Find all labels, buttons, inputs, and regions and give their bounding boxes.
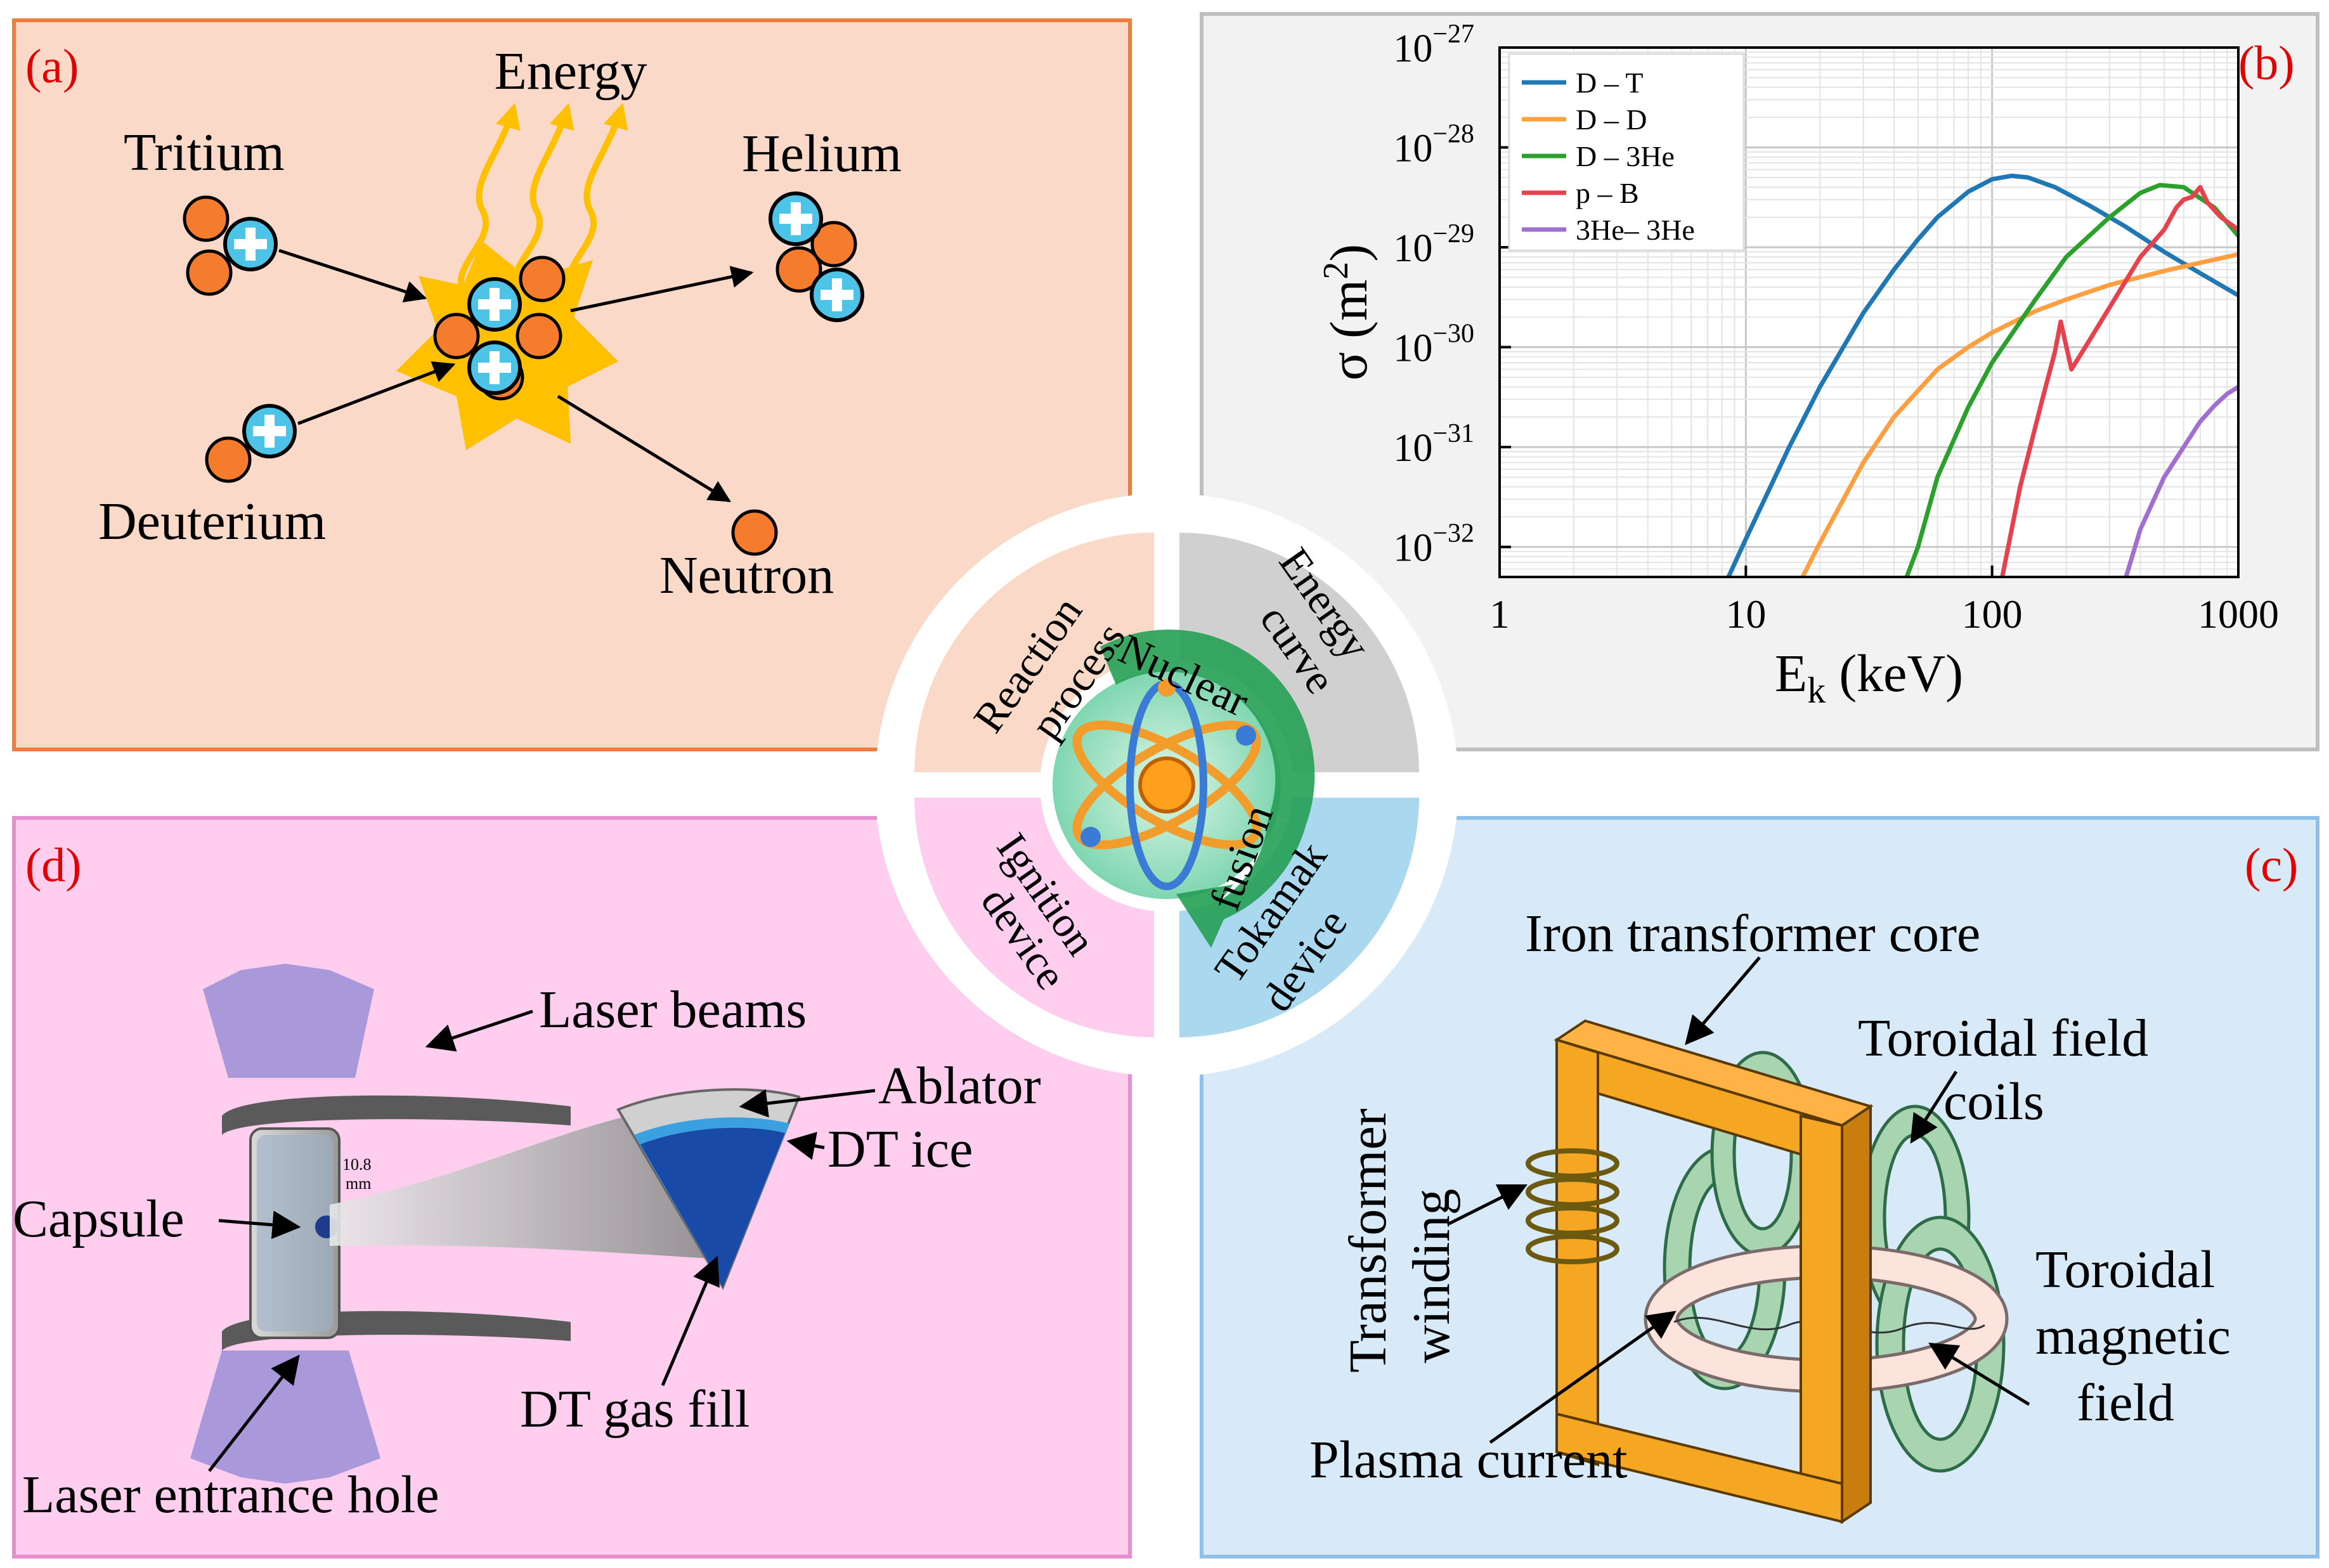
tritium-label: Tritium bbox=[124, 123, 285, 182]
capsule-wedge bbox=[616, 1088, 801, 1290]
neutron-label: Neutron bbox=[659, 546, 834, 605]
plasma-current-label: Plasma current bbox=[1309, 1430, 1628, 1489]
hohlraum: 10.8 mm bbox=[190, 964, 571, 1484]
x-tick-label: 10 bbox=[1725, 592, 1766, 637]
panel-a: (a) Energy Tritium Deuterium bbox=[12, 18, 1132, 751]
panel-c: (c) bbox=[1200, 816, 2319, 1558]
series-line-d-3he bbox=[1904, 183, 2240, 578]
series-line-d-t bbox=[1726, 173, 2240, 578]
x-axis-label: Ek (keV) bbox=[1775, 644, 1963, 711]
series-line-3he-3he bbox=[2124, 385, 2240, 578]
x-tick-label: 100 bbox=[1962, 592, 2023, 637]
center-hub: Nuclear fusion Reaction process Energy c… bbox=[875, 493, 1458, 1077]
legend-label-d-3he: D – 3He bbox=[1576, 140, 1675, 172]
dt-gas-fill-label: DT gas fill bbox=[520, 1380, 749, 1439]
panel-b-letter: (b) bbox=[2238, 37, 2295, 90]
capsule-label: Capsule bbox=[13, 1189, 185, 1248]
panel-c-letter: (c) bbox=[2245, 839, 2298, 892]
energy-label: Energy bbox=[494, 42, 647, 101]
x-tick-label: 1 bbox=[1489, 592, 1510, 637]
x-tick-label: 1000 bbox=[2198, 592, 2279, 637]
legend-label-d-d: D – D bbox=[1576, 103, 1647, 136]
field-label-line3: field bbox=[2077, 1373, 2174, 1432]
legend-label-d-t: D – T bbox=[1576, 67, 1644, 99]
helium-label: Helium bbox=[742, 124, 902, 183]
field-label-line1: Toroidal bbox=[2035, 1240, 2215, 1299]
fusion-cycle-arrow bbox=[1100, 629, 1315, 948]
plot-frame bbox=[1498, 46, 2240, 578]
coils-label-line1: Toroidal field bbox=[1858, 1009, 2148, 1068]
panel-c-arrows bbox=[1448, 956, 2030, 1444]
laser-beams-label: Laser beams bbox=[539, 980, 807, 1039]
legend-label-p-b: p – B bbox=[1576, 177, 1639, 209]
laser-entrance-hole-label: Laser entrance hole bbox=[22, 1465, 439, 1524]
scale-value: 10.8 bbox=[342, 1155, 372, 1174]
panel-d-arrows bbox=[208, 1009, 876, 1472]
dt-ice-label: DT ice bbox=[827, 1120, 973, 1179]
legend-label-3he-3he: 3He– 3He bbox=[1576, 214, 1695, 246]
ablator-label: Ablator bbox=[878, 1056, 1041, 1115]
legend-box bbox=[1508, 53, 1745, 252]
iron-transformer-core bbox=[1554, 1019, 1874, 1524]
winding-label-line1: Transformer bbox=[1339, 1108, 1398, 1373]
atom-icon bbox=[1053, 671, 1281, 899]
zoom-beam bbox=[330, 1113, 710, 1259]
scale-unit: mm bbox=[346, 1174, 371, 1193]
panel-d-letter: (d) bbox=[25, 839, 82, 892]
transformer-winding bbox=[1526, 1148, 1619, 1264]
series-line-d-d bbox=[1800, 252, 2239, 578]
winding-label-line2: winding bbox=[1402, 1189, 1461, 1363]
reaction-arrows bbox=[278, 249, 754, 503]
panel-a-letter: (a) bbox=[25, 40, 79, 93]
series-line-p-b bbox=[2000, 185, 2240, 578]
coils-label-line2: coils bbox=[1943, 1072, 2044, 1131]
deuterium-label: Deuterium bbox=[98, 492, 326, 551]
field-label-line2: magnetic bbox=[2035, 1307, 2231, 1366]
core-label: Iron transformer core bbox=[1525, 904, 1980, 963]
